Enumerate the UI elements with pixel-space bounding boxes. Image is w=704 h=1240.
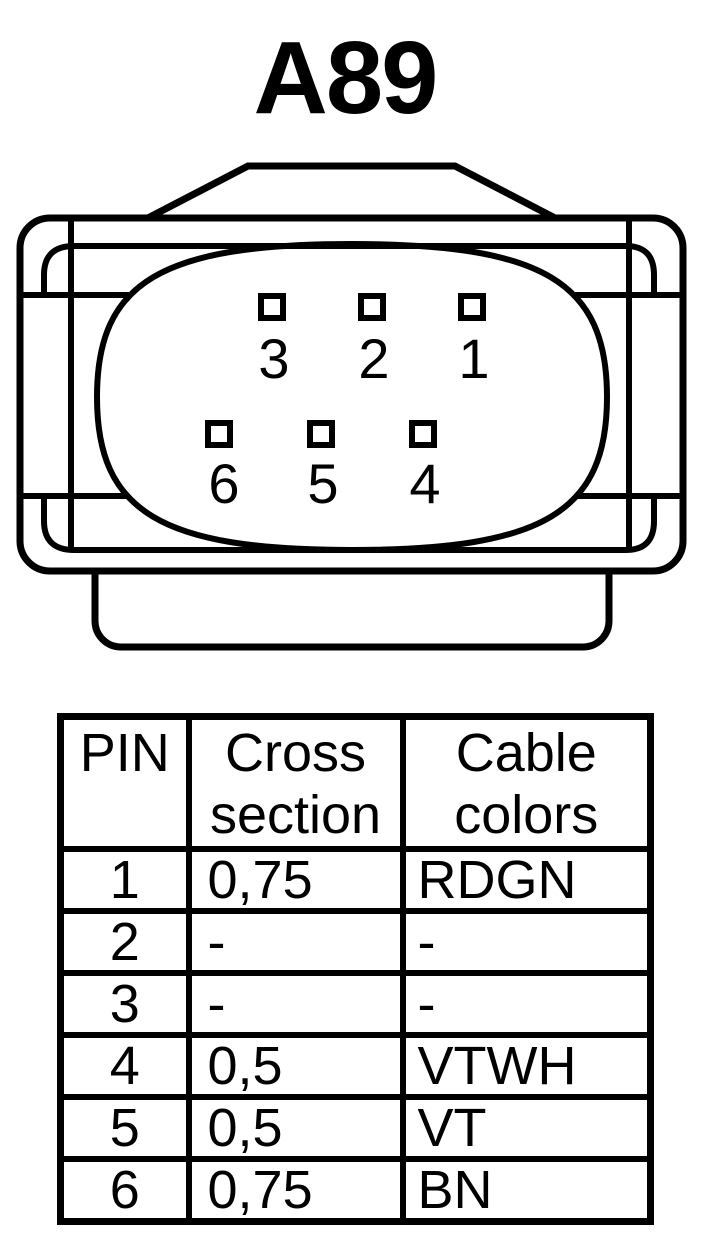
cross-section-cell: 0,5 <box>185 1032 406 1100</box>
pin-square-1 <box>458 293 486 321</box>
connector-title: A89 <box>253 20 439 135</box>
pin-cell: 6 <box>57 1156 192 1225</box>
cable-color-cell: - <box>399 908 654 976</box>
connector-pinout-diagram: 3 2 1 6 5 4 <box>16 162 687 651</box>
pin-label-4: 4 <box>409 452 440 515</box>
cross-section-cell: - <box>185 970 406 1038</box>
cable-color-cell: RDGN <box>399 846 654 914</box>
pin-square-3 <box>258 293 286 321</box>
table-row: 5 0,5 VT <box>57 1094 654 1162</box>
table-row: 2 - - <box>57 908 654 976</box>
pin-square-2 <box>358 293 386 321</box>
header-cross-section: Cross section <box>185 713 406 852</box>
pin-square-4 <box>409 420 437 448</box>
pin-cavity-oval <box>93 240 611 554</box>
table-row: 4 0,5 VTWH <box>57 1032 654 1100</box>
pin-label-2: 2 <box>358 327 389 390</box>
header-pin: PIN <box>57 713 192 852</box>
pin-assignment-table: PIN Cross section Cable colors 1 0,75 RD… <box>57 713 654 1225</box>
cable-color-cell: VT <box>399 1094 654 1162</box>
header-cable-colors: Cable colors <box>399 713 654 852</box>
table-row: 3 - - <box>57 970 654 1038</box>
cable-color-cell: - <box>399 970 654 1038</box>
pin-cell: 4 <box>57 1032 192 1100</box>
pin-cell: 2 <box>57 908 192 976</box>
pin-cell: 5 <box>57 1094 192 1162</box>
cross-section-cell: - <box>185 908 406 976</box>
pin-square-6 <box>205 420 233 448</box>
pin-cell: 3 <box>57 970 192 1038</box>
inner-wall-top <box>41 243 657 295</box>
cross-section-cell: 0,75 <box>185 1156 406 1225</box>
pin-cell: 1 <box>57 846 192 914</box>
cross-section-cell: 0,75 <box>185 846 406 914</box>
inner-wall-bottom <box>41 496 657 553</box>
pin-label-1: 1 <box>458 327 489 390</box>
table-row: 1 0,75 RDGN <box>57 846 654 914</box>
pin-square-5 <box>307 420 335 448</box>
pin-label-5: 5 <box>307 452 338 515</box>
table-header-row: PIN Cross section Cable colors <box>57 713 654 852</box>
pin-label-3: 3 <box>258 327 289 390</box>
table-row: 6 0,75 BN <box>57 1156 654 1225</box>
cable-color-cell: VTWH <box>399 1032 654 1100</box>
pin-label-6: 6 <box>208 452 239 515</box>
cable-color-cell: BN <box>399 1156 654 1225</box>
cross-section-cell: 0,5 <box>185 1094 406 1162</box>
